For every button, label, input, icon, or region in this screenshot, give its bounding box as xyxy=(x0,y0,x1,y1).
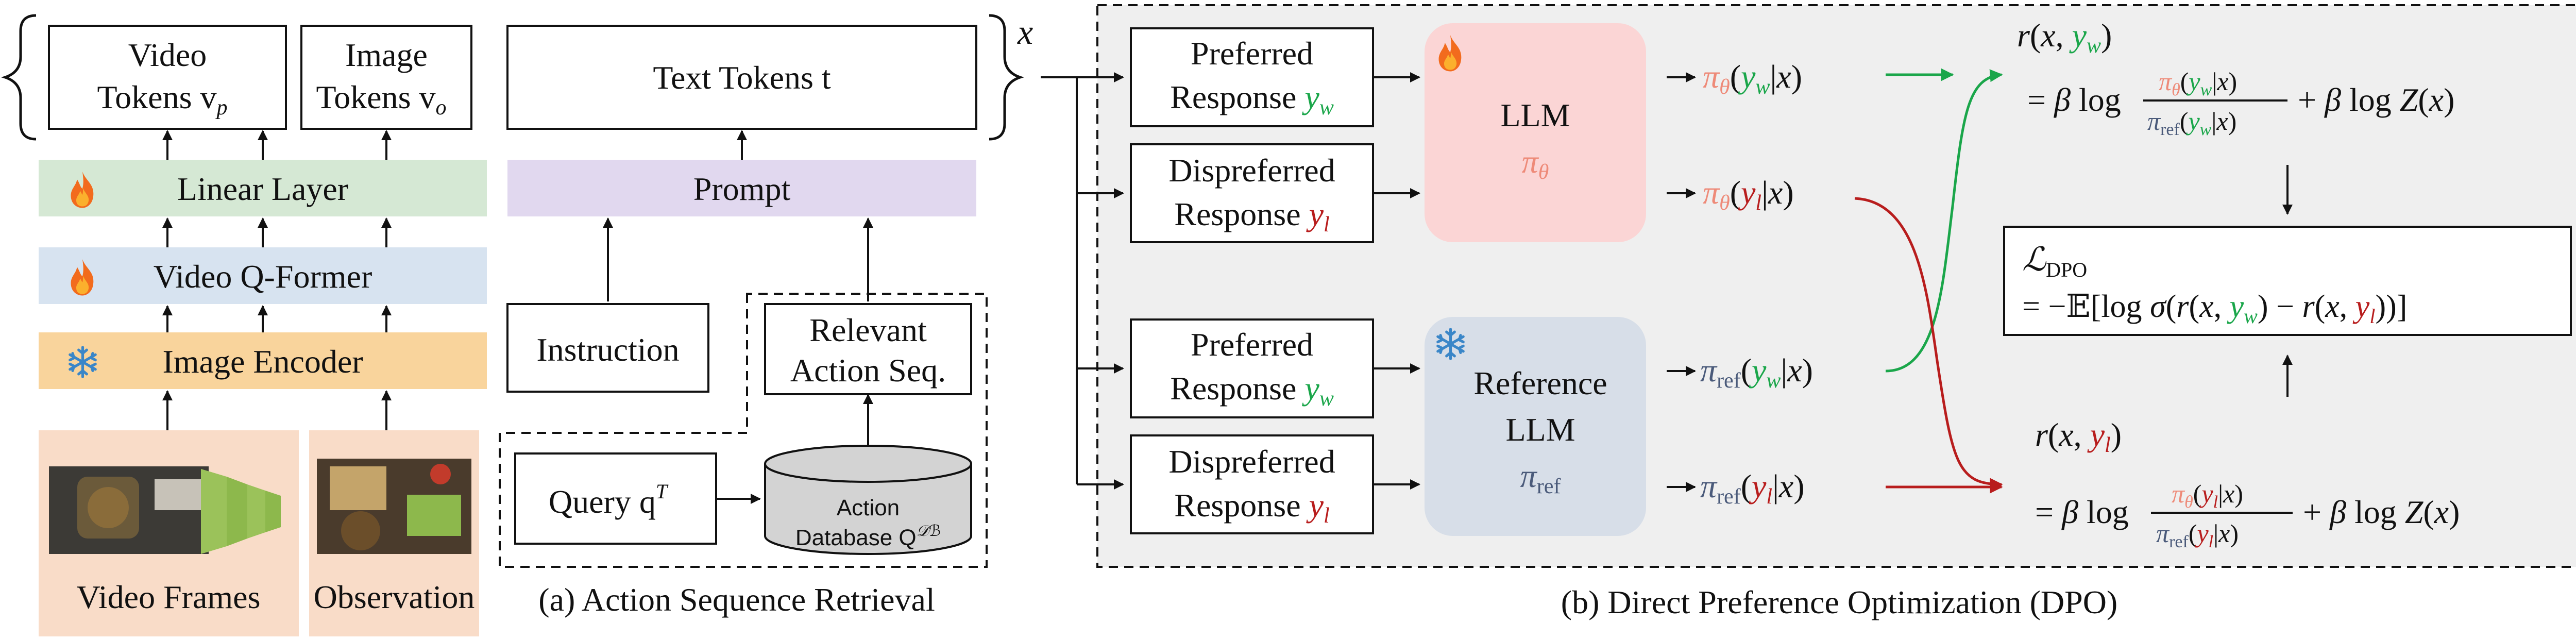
red-curve xyxy=(1854,197,2003,491)
image-tokens-line1: Image xyxy=(345,37,428,73)
video-frames-label: Video Frames xyxy=(77,579,261,615)
policy-llm: LLM πθ xyxy=(1425,23,1646,242)
action-db-line1: Action xyxy=(837,495,900,520)
out-piref-yw: πref(yw|x) xyxy=(1700,352,1813,393)
qformer-label: Video Q-Former xyxy=(154,258,372,295)
image-encoder-box xyxy=(39,332,487,389)
svg-text:Dispreferred: Dispreferred xyxy=(1168,443,1335,480)
svg-text:Response yw: Response yw xyxy=(1170,79,1334,120)
preferred-bottom: Preferred Response yw xyxy=(1130,318,1374,418)
out-piref-yl: πref(yl|x) xyxy=(1700,468,1805,509)
qformer-box xyxy=(39,247,487,304)
query-label: Query qT xyxy=(549,480,669,520)
out-pitheta-yw: πθ(yw|x) xyxy=(1703,58,1802,99)
svg-text:LLM: LLM xyxy=(1500,97,1570,133)
image-encoder-label: Image Encoder xyxy=(162,343,363,380)
reference-llm: Reference LLM πref xyxy=(1425,317,1646,536)
video-tokens-box xyxy=(48,25,287,130)
r-yw-num: πθ(yw|x) xyxy=(2159,67,2237,99)
svg-text:πref: πref xyxy=(1520,458,1561,498)
dispreferred-bottom: Dispreferred Response yl xyxy=(1130,434,1374,534)
video-tokens-line1: Video xyxy=(128,37,207,73)
query-box xyxy=(514,452,717,545)
svg-text:Preferred: Preferred xyxy=(1191,326,1313,363)
action-db-line2: Database Q𝒟ℬ xyxy=(795,523,941,550)
green-curve xyxy=(1885,69,2003,373)
out-pitheta-yl: πθ(yl|x) xyxy=(1703,174,1794,215)
svg-text:πθ: πθ xyxy=(1522,143,1549,184)
instruction-label: Instruction xyxy=(536,331,679,368)
r-yw-eq-left: = β log xyxy=(2027,81,2121,118)
svg-text:Response yw: Response yw xyxy=(1170,370,1334,411)
panel-a: x Video Tokens vp Image Tokens vo Text T… xyxy=(1,12,1033,636)
relevant-action-line2: Action Seq. xyxy=(790,352,946,389)
r-yl-den: πref(yl|x) xyxy=(2156,519,2239,551)
svg-text:Response yl: Response yl xyxy=(1174,487,1329,528)
relevant-action-line1: Relevant xyxy=(809,312,927,348)
observation-label: Observation xyxy=(314,579,475,615)
text-tokens-box xyxy=(506,25,977,130)
video-tokens-line2: Tokens vp xyxy=(97,79,228,120)
llm-output-arrows xyxy=(1667,72,1696,492)
caption-b: (b) Direct Preference Optimization (DPO) xyxy=(1561,584,2117,620)
image-tokens-box xyxy=(300,25,472,130)
caption-a: (a) Action Sequence Retrieval xyxy=(538,581,935,618)
svg-text:Reference: Reference xyxy=(1473,365,1607,401)
input-arrows xyxy=(1041,72,1124,490)
dispreferred-top: Dispreferred Response yl xyxy=(1130,143,1374,243)
svg-text:Dispreferred: Dispreferred xyxy=(1168,152,1335,189)
prompt-label: Prompt xyxy=(693,171,791,207)
linear-layer-label: Linear Layer xyxy=(177,171,348,207)
panel-b: Preferred Response yw Dispreferred Respo… xyxy=(1041,4,2576,620)
retrieval-dashed-region xyxy=(499,293,988,568)
r-yl-num: πθ(yl|x) xyxy=(2172,479,2243,512)
loss-eq: = −𝔼[log σ(r(x, yw) − r(x, yl))] xyxy=(2022,289,2407,328)
text-tokens-label: Text Tokens t xyxy=(653,59,831,96)
stack-arrows xyxy=(162,130,873,504)
r-yw-eq-right: + β log Z(x) xyxy=(2298,81,2454,118)
right-brace xyxy=(989,14,1024,141)
observation-image xyxy=(317,459,471,554)
action-database: Action Database Q𝒟ℬ xyxy=(764,445,972,555)
linear-layer-box xyxy=(39,160,487,216)
r-yl-eq-right: + β log Z(x) xyxy=(2303,494,2460,530)
svg-text:LLM: LLM xyxy=(1505,411,1575,448)
image-tokens-line2: Tokens vo xyxy=(316,79,447,120)
loss-head: ℒDPO xyxy=(2022,241,2087,281)
r-yl-eq-left: = β log xyxy=(2035,494,2129,530)
instruction-box xyxy=(506,303,709,393)
svg-text:Response yl: Response yl xyxy=(1174,196,1329,237)
svg-text:Preferred: Preferred xyxy=(1191,35,1313,72)
prompt-box xyxy=(507,160,976,216)
response-to-llm-arrows xyxy=(1373,72,1420,490)
relevant-action-box xyxy=(764,303,972,395)
video-frames-images xyxy=(49,466,281,554)
loss-box xyxy=(2003,226,2572,336)
left-brace xyxy=(1,14,37,141)
preferred-top: Preferred Response yw xyxy=(1130,27,1374,127)
x-symbol: x xyxy=(1017,12,1033,52)
